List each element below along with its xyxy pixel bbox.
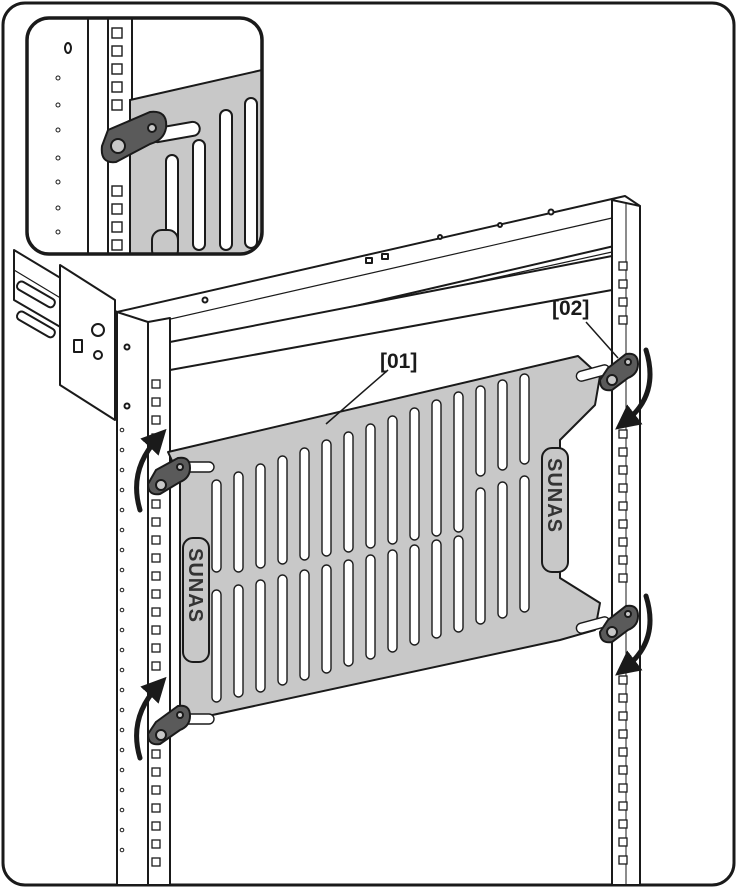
tab-bottom-right (598, 604, 640, 644)
callout-leaders (325, 321, 619, 425)
mounting-tabs (146, 352, 640, 746)
panel-slots (211, 373, 530, 703)
arrow-bottom-right (615, 593, 653, 676)
left-post-holes (151, 379, 161, 867)
callout-tab-label: [02] (552, 297, 589, 320)
callout-panel-label: [01] (380, 350, 417, 373)
arrow-top-right (615, 347, 653, 430)
leader-tab (585, 321, 619, 359)
detail-inset (25, 16, 264, 256)
leader-panel (325, 369, 389, 425)
tab-bottom-left (146, 704, 192, 746)
rotation-arrows (134, 347, 653, 761)
left-post (116, 311, 171, 886)
panel-logo-left: SUNAS (182, 537, 210, 663)
panel-logo-right: SUNAS (541, 447, 569, 573)
right-post-holes (618, 261, 628, 865)
left-post-round-holes (119, 427, 125, 853)
svg-text:SUNAS: SUNAS (184, 548, 206, 623)
mounting-panel: SUNAS SUNAS (167, 355, 601, 723)
tab-top-right (598, 352, 640, 392)
arrow-bottom-left (134, 676, 167, 761)
arrow-top-left (134, 428, 167, 513)
svg-text:SUNAS: SUNAS (543, 458, 565, 533)
tab-top-left (146, 456, 192, 496)
